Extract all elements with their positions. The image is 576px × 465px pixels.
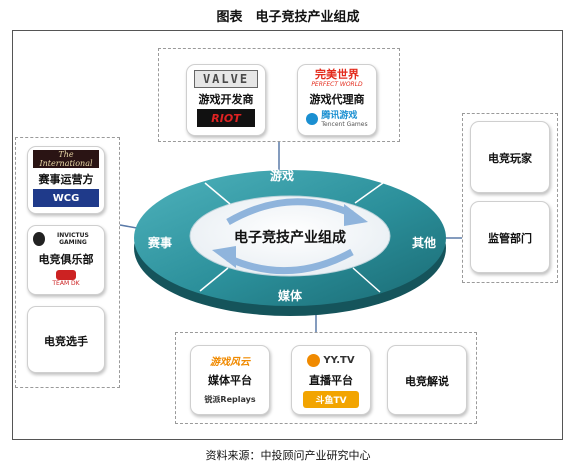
yy-tv-logo: YY.TV	[300, 351, 362, 369]
others-group	[462, 113, 558, 283]
pro-player-label: 电竞选手	[44, 335, 88, 348]
gamefy-logo: 游戏风云	[210, 356, 250, 368]
pro-player-card: 电竞选手	[27, 306, 105, 373]
gamer-label: 电竞玩家	[488, 152, 532, 165]
ring-label-others: 其他	[412, 235, 436, 250]
cycle-arrow-top-head	[344, 204, 368, 226]
douyu-logo: 斗鱼TV	[303, 391, 359, 408]
regulator-label: 监管部门	[488, 232, 532, 245]
media-platform-card: 游戏风云 媒体平台 锐派Replays	[190, 345, 270, 415]
club-card: INVICTUS GAMING 电竞俱乐部 TEAM DK	[27, 225, 105, 295]
developer-card: VALVE 游戏开发商 RIOT	[186, 64, 266, 136]
figure-title: 图表 电子竞技产业组成	[216, 10, 360, 25]
organizer-label: 赛事运营方	[38, 173, 94, 186]
cycle-arrow-bottom-head	[212, 246, 236, 268]
club-label: 电竞俱乐部	[38, 253, 94, 266]
wcg-logo: WCG	[33, 189, 99, 207]
developer-label: 游戏开发商	[198, 93, 254, 106]
replays-logo: 锐派Replays	[204, 394, 256, 404]
events-group	[15, 137, 120, 388]
media-platform-label: 媒体平台	[208, 374, 252, 387]
riot-logo: RIOT	[197, 109, 255, 127]
commentary-card: 电竞解说	[387, 345, 467, 415]
outer-frame	[12, 30, 563, 440]
dk-icon	[56, 269, 76, 280]
commentary-label: 电竞解说	[405, 375, 449, 388]
ring-label-games: 游戏	[270, 168, 294, 183]
agent-label: 游戏代理商	[309, 93, 365, 106]
yy-icon	[307, 353, 321, 367]
cycle-arrow-top	[226, 198, 354, 226]
live-stream-card: YY.TV 直播平台 斗鱼TV	[291, 345, 371, 415]
perfect-world-logo: 完美世界 PERFECT WORLD	[311, 68, 363, 89]
ring-divider	[354, 182, 384, 204]
games-group	[158, 48, 400, 142]
ig-icon	[33, 232, 45, 246]
valve-logo: VALVE	[194, 70, 258, 88]
tencent-games-logo: 腾讯游戏 Tencent Games	[304, 109, 370, 129]
ring-divider	[204, 182, 231, 205]
invictus-gaming-logo: INVICTUS GAMING	[33, 230, 99, 248]
gamer-card: 电竞玩家	[470, 121, 550, 193]
media-group	[175, 332, 477, 424]
ring-label-media: 媒体	[278, 288, 303, 303]
the-international-logo: The International	[33, 150, 99, 168]
agent-card: 完美世界 PERFECT WORLD 游戏代理商 腾讯游戏 Tencent Ga…	[297, 64, 377, 136]
team-dk-logo: TEAM DK	[46, 269, 86, 287]
source-note: 资料来源：中投顾问产业研究中心	[205, 449, 371, 462]
cycle-arrow-bottom	[226, 248, 354, 275]
ring-label-events: 赛事	[147, 235, 172, 250]
ring-divider	[199, 267, 229, 292]
organizer-card: The International 赛事运营方 WCG	[27, 146, 105, 214]
regulator-card: 监管部门	[470, 201, 550, 273]
live-stream-label: 直播平台	[309, 374, 353, 387]
center-label: 电子竞技产业组成	[234, 229, 346, 246]
ring-divider	[352, 267, 381, 293]
tencent-icon	[306, 113, 319, 125]
